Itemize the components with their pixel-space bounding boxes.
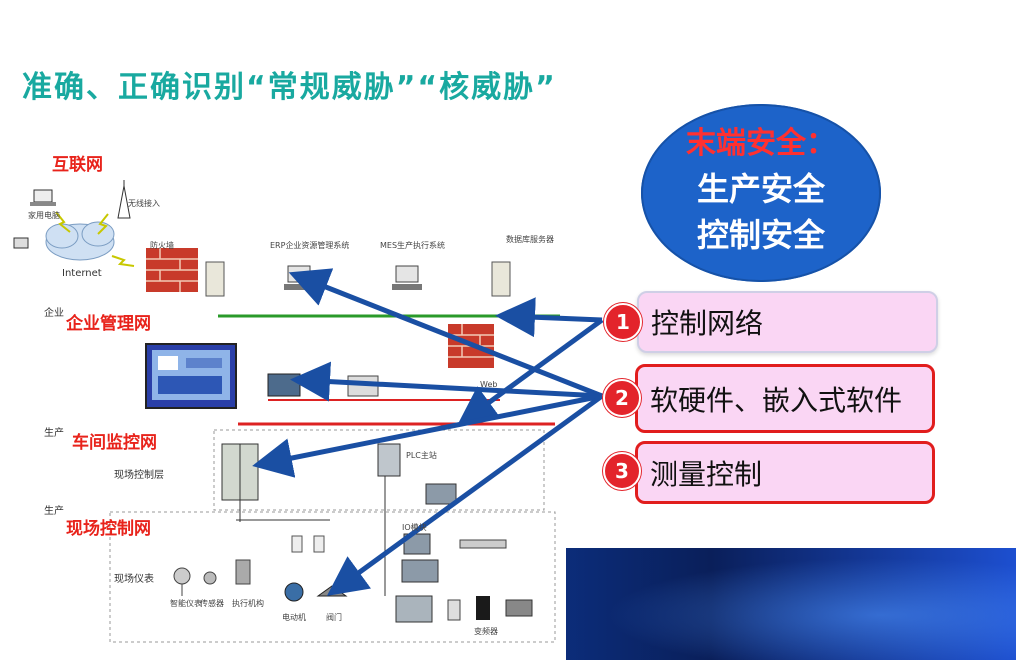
frequency-label: 变频器 (474, 627, 498, 636)
actuator-label: 执行机构 (232, 599, 264, 608)
scada-monitor-icon (145, 343, 237, 409)
phone-icon (13, 237, 29, 249)
arrow-2-valve (326, 393, 604, 596)
number-badge-3: 3 (603, 452, 641, 490)
valve-label: 阀门 (326, 613, 342, 622)
firewall-icon-1 (146, 248, 198, 292)
sensor-icon (203, 571, 217, 585)
erp-label: ERP企业资源管理系统 (270, 241, 350, 250)
item-label: 测量控制 (650, 458, 763, 491)
io-box-icon-1 (291, 535, 303, 553)
smart-instrument-icon (173, 567, 191, 596)
web-label: Web (480, 380, 498, 389)
inverter-icon (476, 596, 490, 620)
field-prefix: 生产 (44, 506, 64, 517)
motor-label: 电动机 (282, 613, 306, 622)
workstation-icon-3 (267, 373, 301, 397)
circle-title: 末端安全： (686, 126, 836, 161)
mes-label: MES生产执行系统 (380, 241, 446, 250)
internet-label: 互联网 (52, 155, 103, 175)
workshop-prefix: 生产 (44, 428, 64, 439)
io-rack-icon-2 (403, 533, 431, 555)
wireless-label: 无线接入 (128, 199, 160, 208)
field-control-layer-label: 现场控制层 (114, 470, 164, 481)
io-rack-icon-1 (425, 483, 457, 505)
item-box-control-network: 控制网络 (637, 291, 938, 353)
arrow-2-cabinet (252, 393, 603, 478)
arrow-2-workstation (290, 361, 603, 402)
threat-arrows (252, 268, 604, 596)
firewall-label: 防火墙 (150, 241, 174, 250)
number-badge-1: 1 (604, 303, 642, 341)
control-cabinet-icon (221, 443, 259, 501)
sensor-label: 传感器 (200, 599, 224, 608)
antenna-tower-icon (117, 180, 131, 219)
arrow-2-erp (288, 268, 603, 399)
workshop-network-label: 车间监控网 (72, 433, 157, 453)
server-icon-2 (491, 261, 511, 297)
workshop-zone (213, 429, 545, 511)
db-label: 数据库服务器 (506, 235, 554, 244)
field-zone (109, 511, 556, 643)
cabinet-icon-2 (395, 595, 433, 623)
arrow-1-enterprise (495, 297, 603, 338)
plc-rack-icon (377, 443, 401, 477)
smart-instrument-label: 智能仪表 (170, 599, 202, 608)
endpoint-security-circle: 末端安全： 生产安全 控制安全 (641, 104, 881, 282)
item-box-measurement: 测量控制 (635, 441, 935, 504)
item-label: 控制网络 (651, 307, 764, 340)
enterprise-network-label: 企业管理网 (66, 314, 151, 334)
server-icon-1 (205, 261, 225, 297)
field-instruments-label: 现场仪表 (114, 574, 154, 585)
io-module-label: IO模块 (402, 523, 427, 532)
io-box-icon-2 (313, 535, 325, 553)
meter-icon (459, 539, 507, 549)
motor-icon (284, 582, 304, 602)
number-badge-2: 2 (603, 379, 641, 417)
io-rack-icon-3 (401, 559, 439, 583)
item-label: 软硬件、嵌入式软件 (650, 384, 903, 417)
circle-line-control: 控制安全 (696, 216, 825, 254)
circle-line-production: 生产安全 (696, 170, 825, 208)
item-box-software: 软硬件、嵌入式软件 (635, 364, 935, 433)
laptop-icon (30, 189, 56, 206)
internet-cloud-label: Internet (62, 268, 102, 279)
plc-label: PLC主站 (406, 451, 437, 460)
page-title: 准确、正确识别“常规威胁”“核威胁” (22, 70, 557, 105)
workstation-icon-mes (392, 265, 422, 290)
actuator-icon (235, 559, 251, 585)
home-pc-label: 家用电脑 (28, 211, 60, 220)
motor-icon-2 (505, 599, 533, 617)
enterprise-prefix: 企业 (44, 308, 64, 319)
field-network-label: 现场控制网 (66, 519, 151, 539)
switch-icon (447, 599, 461, 621)
